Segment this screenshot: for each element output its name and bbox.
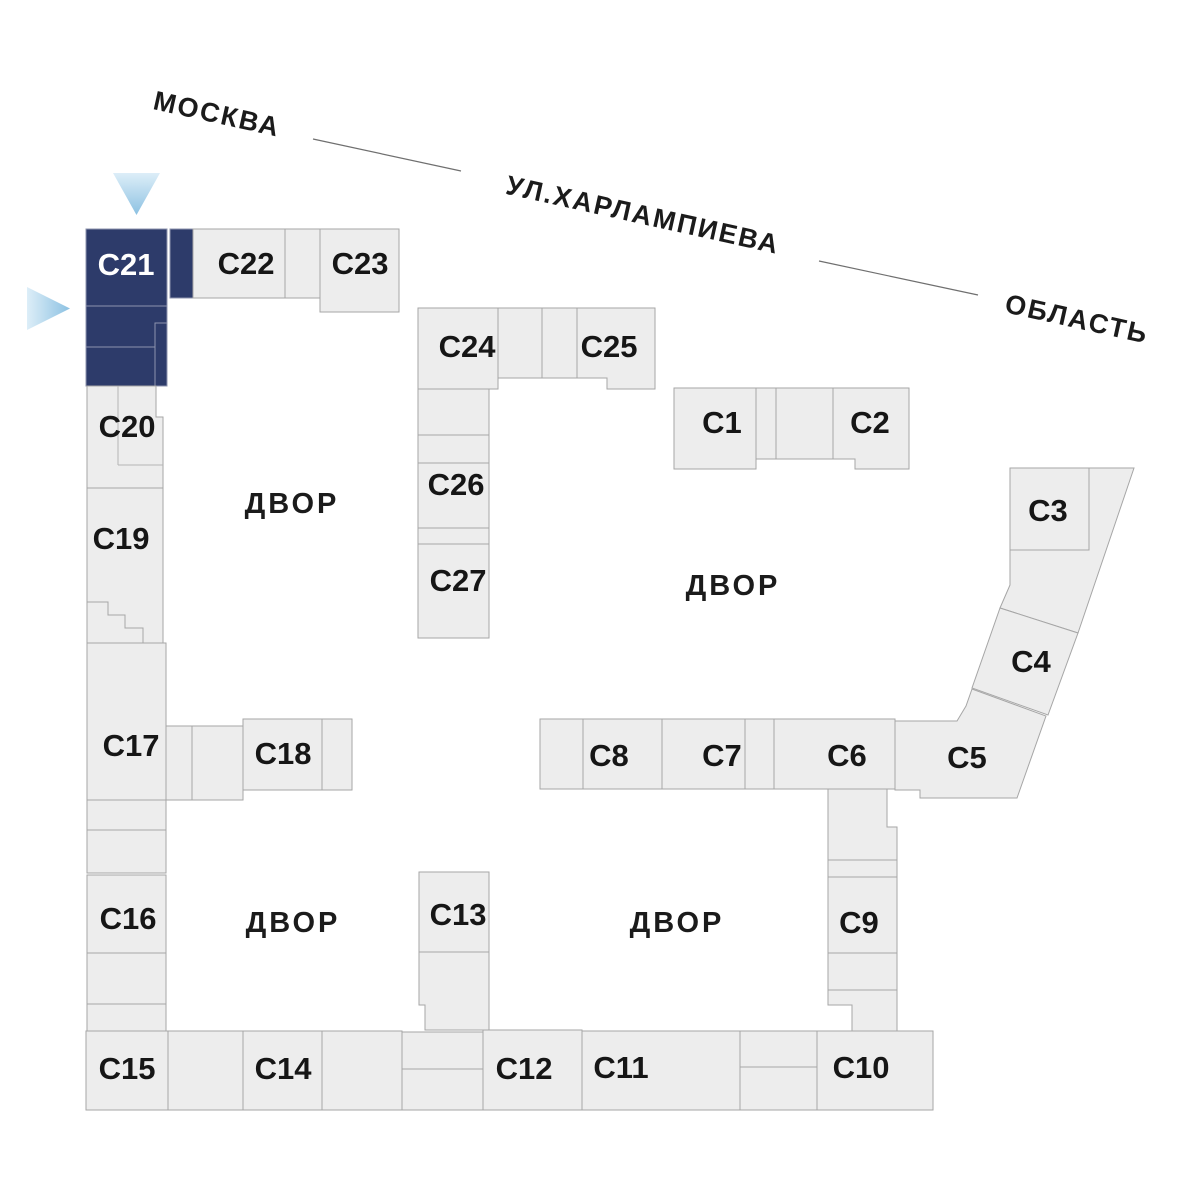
building-section-c13-arm[interactable] <box>418 951 490 1031</box>
building-label-c8: C8 <box>589 738 629 773</box>
building-section-c9-s1[interactable] <box>827 952 898 991</box>
courtyard-label-2: ДВОР <box>686 570 781 602</box>
building-label-c27: C27 <box>430 563 487 598</box>
building-label-c12: C12 <box>496 1051 553 1086</box>
building-section-c11-east-n[interactable] <box>739 1030 818 1068</box>
building-section-c17[interactable] <box>86 642 167 801</box>
building-section-c12-wing-n[interactable] <box>401 1031 484 1070</box>
building-section-c24-e1[interactable] <box>497 307 543 379</box>
building-label-c1: C1 <box>702 405 742 440</box>
building-label-c19: C19 <box>93 521 150 556</box>
street-line <box>312 138 462 172</box>
building-section-c12-wing-s[interactable] <box>401 1068 484 1111</box>
building-label-c3: C3 <box>1028 493 1068 528</box>
building-section-c17-arm[interactable] <box>165 725 193 801</box>
entrance-arrow-left <box>27 287 70 330</box>
building-section-c27[interactable] <box>417 543 490 639</box>
building-label-c20: C20 <box>99 409 156 444</box>
building-label-c5: C5 <box>947 740 987 775</box>
building-section-c26-s[interactable] <box>417 527 490 545</box>
courtyard-label-4: ДВОР <box>630 907 725 939</box>
building-section-c5[interactable] <box>894 688 1047 799</box>
building-section-c1-e1[interactable] <box>755 387 777 460</box>
building-label-c23: C23 <box>332 246 389 281</box>
building-section-c26-n2[interactable] <box>417 434 490 464</box>
building-label-c18: C18 <box>255 736 312 771</box>
street-line <box>818 260 979 296</box>
building-section-c16-n1[interactable] <box>86 829 167 874</box>
building-section-c7-east[interactable] <box>744 718 775 790</box>
building-section-c22-east[interactable] <box>284 228 321 299</box>
building-label-c4: C4 <box>1011 644 1051 679</box>
building-section-c1[interactable] <box>673 387 757 470</box>
building-section-c21-notch[interactable] <box>154 322 168 387</box>
courtyard-label-1: ДВОР <box>245 488 340 520</box>
building-section-c16-n2[interactable] <box>86 799 167 831</box>
building-section-c21-low[interactable] <box>85 346 156 387</box>
building-section-c16-s1[interactable] <box>86 952 167 1005</box>
building-label-c6: C6 <box>827 738 867 773</box>
building-label-c2: C2 <box>850 405 890 440</box>
building-section-c14-east[interactable] <box>321 1030 403 1111</box>
courtyard-label-3: ДВОР <box>246 907 341 939</box>
building-label-c9: C9 <box>839 905 879 940</box>
building-section-c4[interactable] <box>971 607 1079 716</box>
building-section-c1-e2[interactable] <box>775 387 834 460</box>
building-label-c14: C14 <box>255 1051 313 1086</box>
building-section-c18-east[interactable] <box>321 718 353 791</box>
building-label-c26: C26 <box>428 467 485 502</box>
building-label-c16: C16 <box>100 901 157 936</box>
building-label-c7: C7 <box>702 738 742 773</box>
building-section-c24[interactable] <box>417 307 499 390</box>
building-section-c15-east[interactable] <box>167 1030 244 1111</box>
building-section-c11-east-s[interactable] <box>739 1066 818 1111</box>
entrance-arrow-down <box>113 173 160 215</box>
building-label-c13: C13 <box>430 897 487 932</box>
building-label-c25: C25 <box>581 329 638 364</box>
building-section-c9-s2[interactable] <box>827 989 898 1032</box>
building-label-c24: C24 <box>439 329 497 364</box>
building-section-c17-arm2[interactable] <box>191 725 244 801</box>
building-section-c9-n[interactable] <box>827 859 898 878</box>
building-label-c21-main: C21 <box>98 247 155 282</box>
building-section-c26-n1[interactable] <box>417 388 490 436</box>
building-section-c3-slant[interactable] <box>999 467 1135 634</box>
building-label-c22: C22 <box>218 246 275 281</box>
building-label-c10: C10 <box>833 1050 890 1085</box>
building-label-c15: C15 <box>99 1051 156 1086</box>
building-section-c2[interactable] <box>832 387 910 470</box>
building-section-c8-west[interactable] <box>539 718 584 790</box>
building-section-c6-arm[interactable] <box>827 788 898 861</box>
building-section-c23[interactable] <box>319 228 400 313</box>
building-section-c25[interactable] <box>576 307 656 390</box>
building-label-c17: C17 <box>103 728 160 763</box>
building-section-c21-east[interactable] <box>169 228 194 299</box>
building-section-c16-s2[interactable] <box>86 1003 167 1032</box>
building-label-c11: C11 <box>593 1050 648 1085</box>
building-section-c24-e2[interactable] <box>541 307 578 379</box>
building-section-c6[interactable] <box>773 718 896 790</box>
